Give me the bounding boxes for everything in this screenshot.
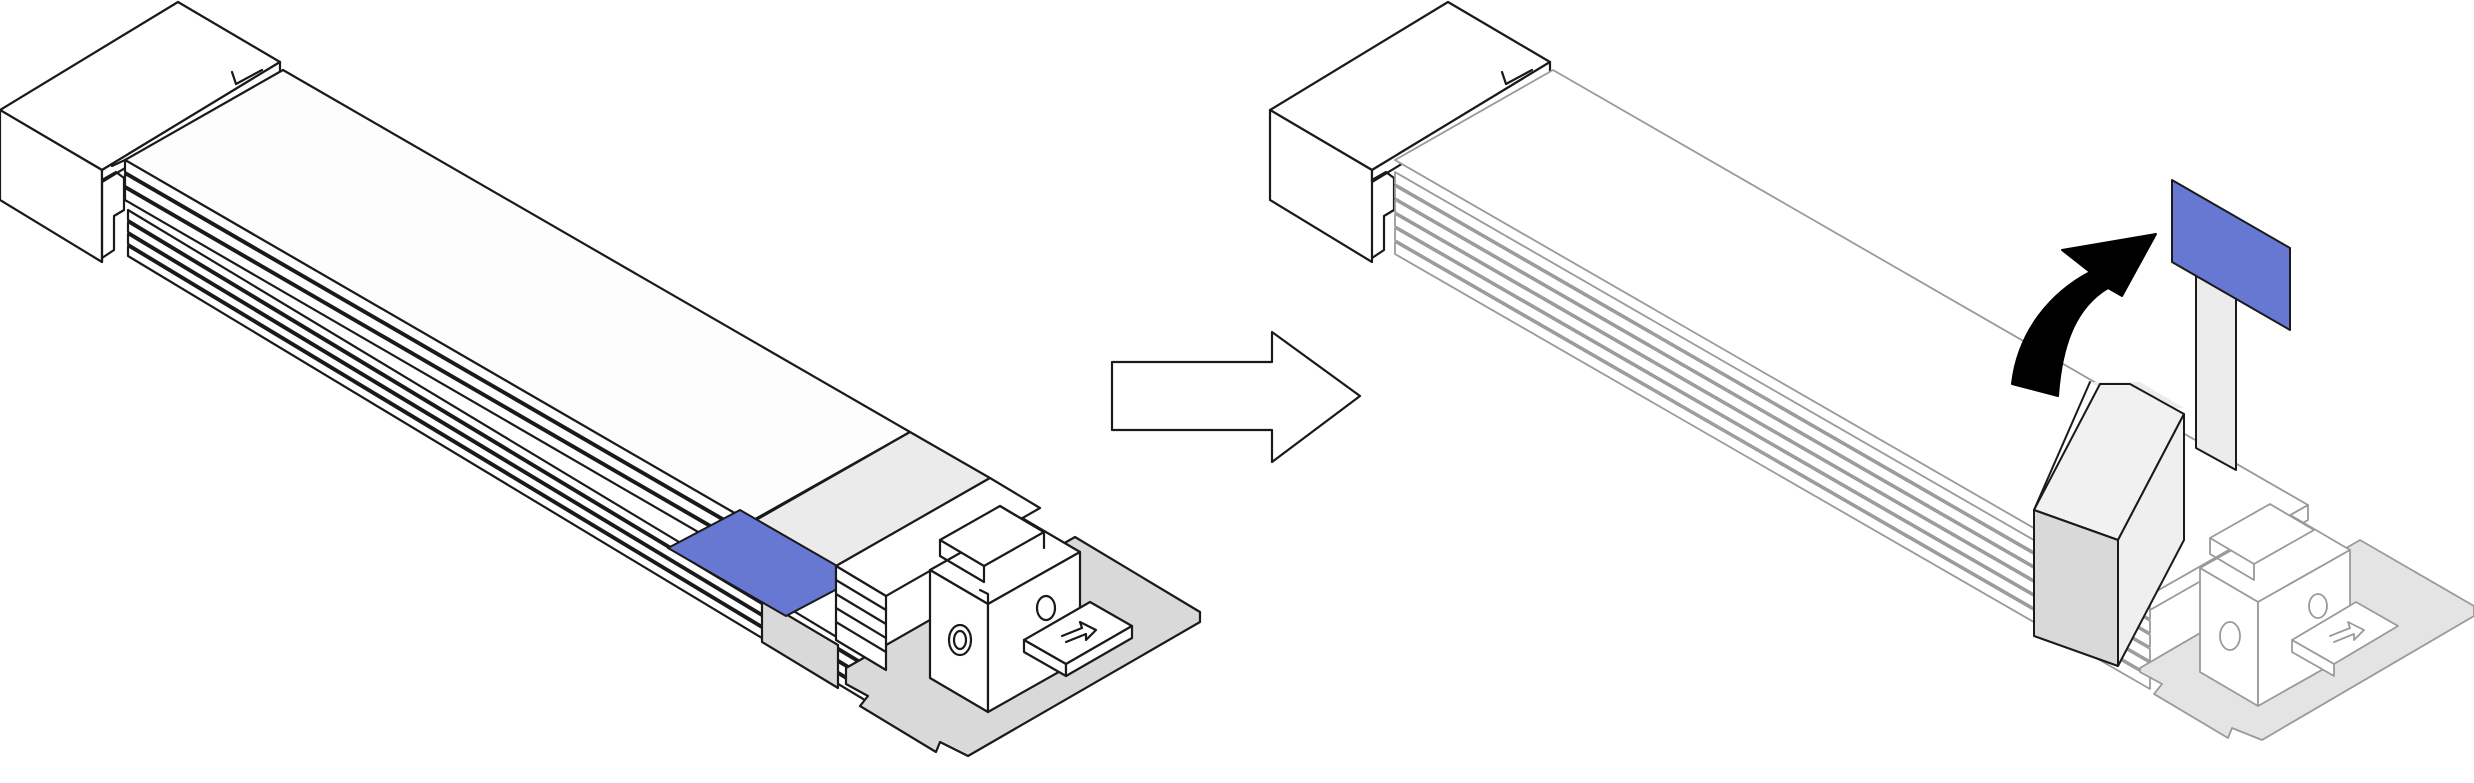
pull-tab-strap bbox=[2033, 261, 2237, 667]
m2-drive-after bbox=[1394, 69, 2309, 690]
panel-before bbox=[0, 0, 1202, 758]
push-arrow-icon bbox=[1060, 620, 1098, 644]
curved-black-arrow-up-icon bbox=[2011, 233, 2157, 397]
pull-tab-lifted[interactable] bbox=[2171, 179, 2291, 331]
drive-layers bbox=[126, 208, 910, 728]
latch-housing-after bbox=[2199, 503, 2399, 707]
drive-end-block bbox=[834, 476, 1042, 672]
latch-housing bbox=[928, 504, 1082, 714]
latch-lever[interactable] bbox=[1022, 600, 1134, 678]
m2-drive bbox=[110, 68, 912, 564]
outline-right-arrow-icon bbox=[1110, 330, 1362, 464]
panel-after bbox=[1268, 0, 2474, 741]
